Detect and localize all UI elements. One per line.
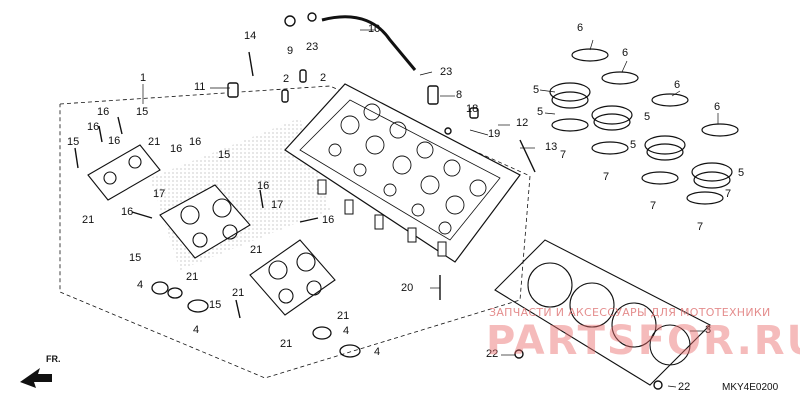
callout-21: 21 — [280, 338, 293, 350]
watermark-tagline: ЗАПЧАСТИ И АКСЕССУАРЫ ДЛЯ МОТОТЕХНИКИ — [489, 306, 771, 319]
callout-17: 17 — [271, 199, 284, 211]
callout-1: 1 — [140, 72, 147, 84]
diagram-code: MKY4E0200 — [722, 382, 779, 393]
callout-8: 8 — [456, 89, 463, 101]
callout-9: 9 — [287, 45, 294, 57]
fasteners — [74, 12, 663, 390]
callout-7: 7 — [603, 171, 610, 183]
callout-21: 21 — [232, 287, 245, 299]
cylinder-head-gasket — [494, 239, 711, 386]
callout-2: 2 — [320, 72, 327, 84]
callout-22: 22 — [486, 348, 499, 360]
camshaft-holder-right — [249, 239, 336, 316]
callout-4: 4 — [137, 279, 144, 291]
leader-lines — [142, 29, 719, 388]
callout-6: 6 — [622, 47, 629, 59]
callout-6: 6 — [714, 101, 721, 113]
callout-14: 14 — [244, 30, 257, 42]
camshaft-holder-left — [87, 144, 161, 201]
callout-12: 12 — [516, 117, 529, 129]
callout-5: 5 — [537, 106, 544, 118]
callout-7: 7 — [697, 221, 704, 233]
callout-3: 3 — [705, 324, 712, 336]
front-label: FR. — [46, 354, 61, 364]
callout-16: 16 — [108, 135, 121, 147]
callout-7: 7 — [650, 200, 657, 212]
callout-21: 21 — [250, 244, 263, 256]
callout-20: 20 — [401, 282, 414, 294]
callout-21: 21 — [148, 136, 161, 148]
callout-18: 18 — [466, 103, 479, 115]
callout-23: 23 — [306, 41, 319, 53]
callout-5: 5 — [738, 167, 745, 179]
callout-15: 15 — [129, 252, 142, 264]
callout-4: 4 — [343, 325, 350, 337]
callout-2: 2 — [283, 73, 290, 85]
cylinder-head — [284, 83, 521, 263]
callout-4: 4 — [193, 324, 200, 336]
callout-16: 16 — [257, 180, 270, 192]
callout-22: 22 — [678, 381, 691, 393]
callout-16: 16 — [87, 121, 100, 133]
callout-16: 16 — [322, 214, 335, 226]
callout-13: 13 — [545, 141, 558, 153]
callout-11: 11 — [194, 81, 206, 93]
callout-16: 16 — [97, 106, 110, 118]
callout-21: 21 — [337, 310, 350, 322]
camshaft-holder-center — [159, 184, 251, 259]
callout-5: 5 — [533, 84, 540, 96]
callout-15: 15 — [209, 299, 222, 311]
callout-23: 23 — [440, 66, 453, 78]
callout-4: 4 — [374, 346, 381, 358]
callout-6: 6 — [674, 79, 681, 91]
callout-16: 16 — [121, 206, 134, 218]
callout-15: 15 — [136, 106, 149, 118]
callout-21: 21 — [82, 214, 95, 226]
watermark-logo: PARTSFOR.RU — [486, 318, 800, 364]
callout-10: 10 — [368, 23, 381, 35]
callout-21: 21 — [186, 271, 199, 283]
breather-tube — [321, 15, 417, 71]
callout-15: 15 — [218, 149, 231, 161]
callout-7: 7 — [560, 149, 567, 161]
o-rings — [151, 281, 361, 358]
front-arrow-icon — [20, 368, 52, 388]
callout-6: 6 — [577, 22, 584, 34]
callout-16: 16 — [189, 136, 202, 148]
callout-15: 15 — [67, 136, 80, 148]
callout-19: 19 — [488, 128, 501, 140]
callout-5: 5 — [644, 111, 651, 123]
callout-17: 17 — [153, 188, 166, 200]
intake-insulators — [549, 48, 739, 205]
callout-5: 5 — [630, 139, 637, 151]
callout-16: 16 — [170, 143, 183, 155]
callout-7: 7 — [725, 188, 732, 200]
